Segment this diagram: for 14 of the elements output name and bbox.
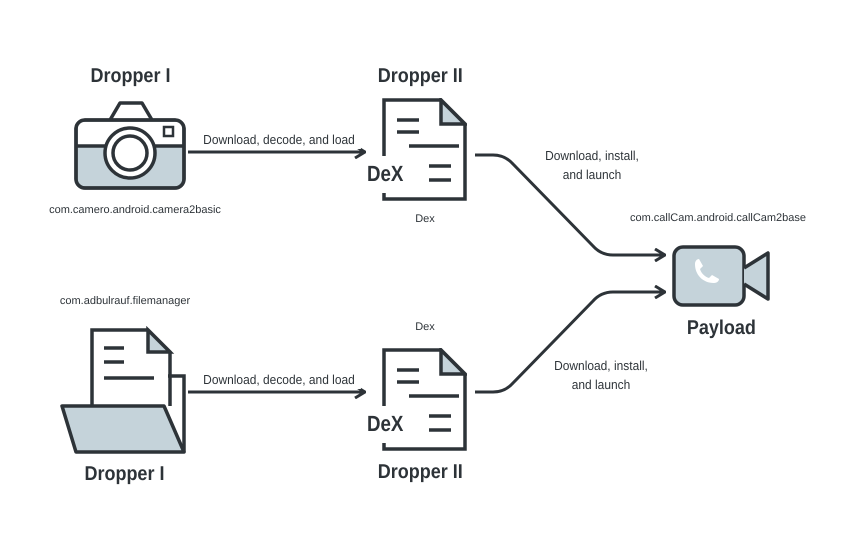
package-name: Dex <box>414 212 436 226</box>
package-name: com.callCam.android.callCam2base <box>628 211 808 225</box>
node-title: Dropper II <box>378 460 462 485</box>
package-name: Dex <box>414 320 436 334</box>
package-name: com.adbulrauf.filemanager <box>58 294 192 308</box>
file-type-label: DeX <box>367 160 404 188</box>
arrow <box>475 284 666 394</box>
file-type-label: DeX <box>367 410 404 438</box>
node-title: Dropper I <box>90 64 170 89</box>
node-title: Dropper I <box>84 462 164 487</box>
package-name: com.camero.android.camera2basic <box>48 203 222 217</box>
node-title: Payload <box>686 316 756 341</box>
arrow <box>475 154 666 262</box>
node-title: Dropper II <box>378 64 462 89</box>
